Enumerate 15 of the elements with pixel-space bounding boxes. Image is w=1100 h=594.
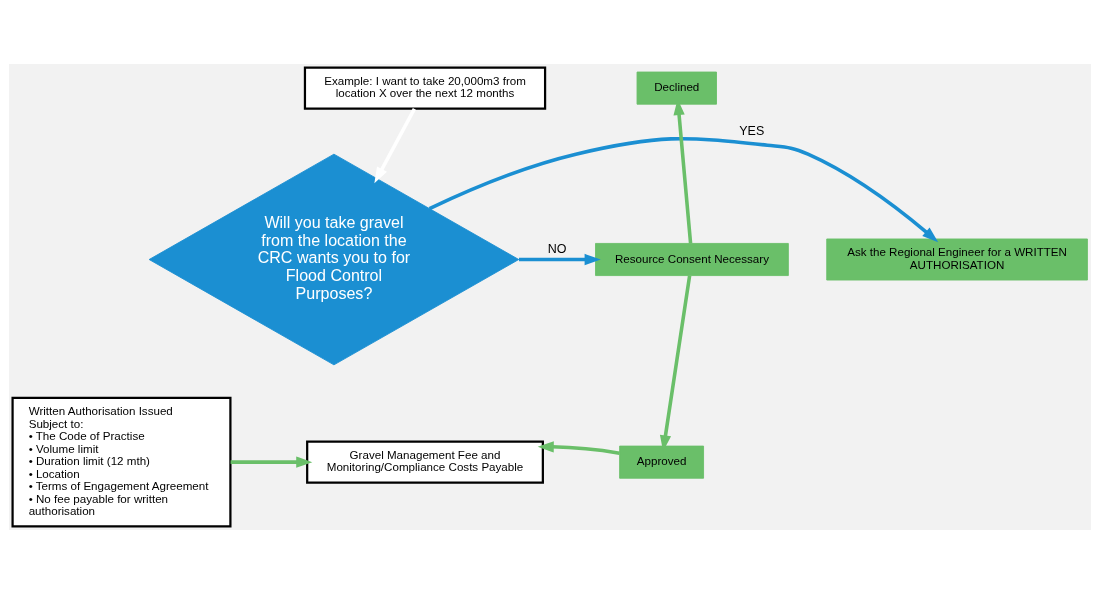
arrow: [374, 107, 416, 184]
arrow: [230, 456, 313, 468]
arrow: [428, 136, 939, 243]
node-box: Written Authorisation Issued Subject to: • The Code of Practise • Volume limit • Duration limit (12 mth) • Location • Terms of Engagement Agreement • No fee payable for written authorisation: [11, 396, 232, 528]
node-box: Ask the Regional Engineer for a WRITTEN AUTHORISATION: [826, 238, 1088, 281]
edge-label: NO: [547, 242, 567, 257]
node-box: Approved: [619, 445, 704, 479]
node-box: Gravel Management Fee and Monitoring/Compliance Costs Payable: [306, 440, 544, 484]
arrow: [537, 441, 620, 455]
node-box: Resource Consent Necessary: [595, 243, 789, 276]
node-box: Example: I want to take 20,000m3 from location X over the next 12 months: [303, 66, 547, 110]
edge-label: YES: [739, 123, 765, 138]
node-diamond: Will you take gravel from the location the CRC wants you to for Flood Control Purposes?: [148, 153, 520, 366]
node-box: Declined: [636, 71, 717, 105]
arrow: [519, 253, 601, 266]
